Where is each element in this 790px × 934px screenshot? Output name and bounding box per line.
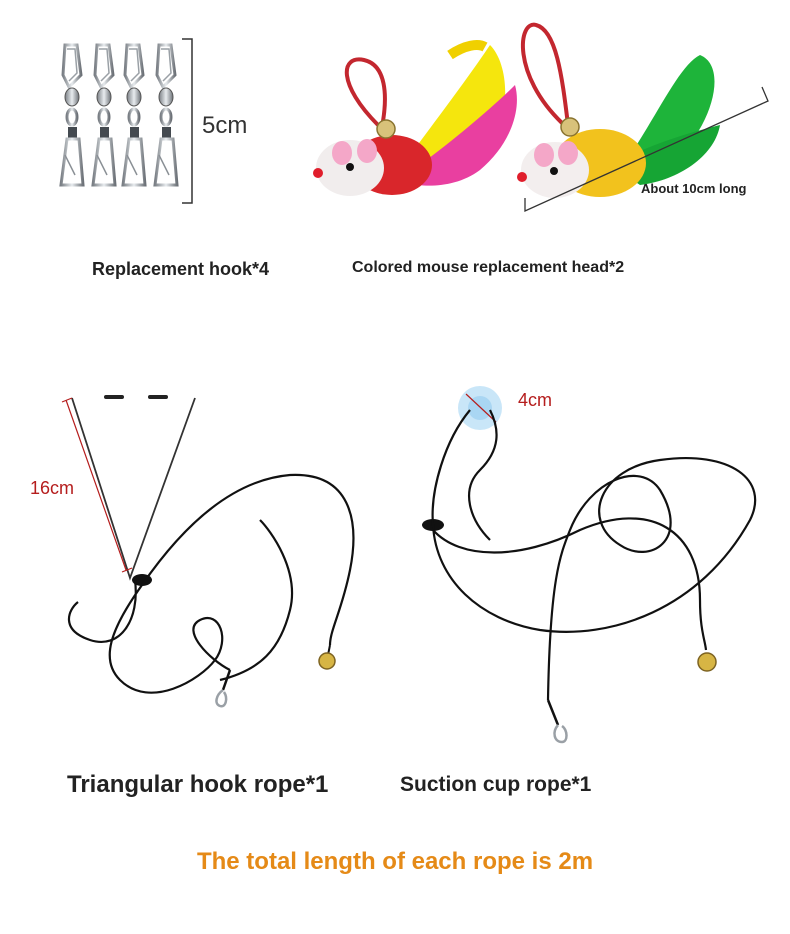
suction-cup-rope-image bbox=[422, 386, 757, 744]
swivel-hook bbox=[59, 43, 85, 187]
total-length-note: The total length of each rope is 2m bbox=[196, 848, 594, 875]
mouse-heads-image bbox=[313, 22, 769, 213]
swivel-hooks-image bbox=[59, 43, 179, 187]
hook-length-label: 5cm bbox=[202, 112, 248, 139]
mouse-length-label: About 10cm long bbox=[641, 181, 747, 196]
suction-cup-size-label: 4cm bbox=[518, 390, 553, 410]
hook-length-bracket bbox=[182, 38, 193, 204]
triangle-length-label: 16cm bbox=[30, 478, 75, 498]
hooks-caption: Replacement hook*4 bbox=[92, 259, 270, 279]
suction-rope-caption: Suction cup rope*1 bbox=[400, 773, 592, 796]
triangular-hook-rope-image bbox=[61, 395, 355, 708]
triangular-rope-caption: Triangular hook rope*1 bbox=[67, 771, 329, 798]
yellow-mouse-toy bbox=[517, 22, 720, 198]
mouse-heads-caption: Colored mouse replacement head*2 bbox=[352, 259, 625, 276]
red-mouse-toy bbox=[313, 40, 517, 196]
